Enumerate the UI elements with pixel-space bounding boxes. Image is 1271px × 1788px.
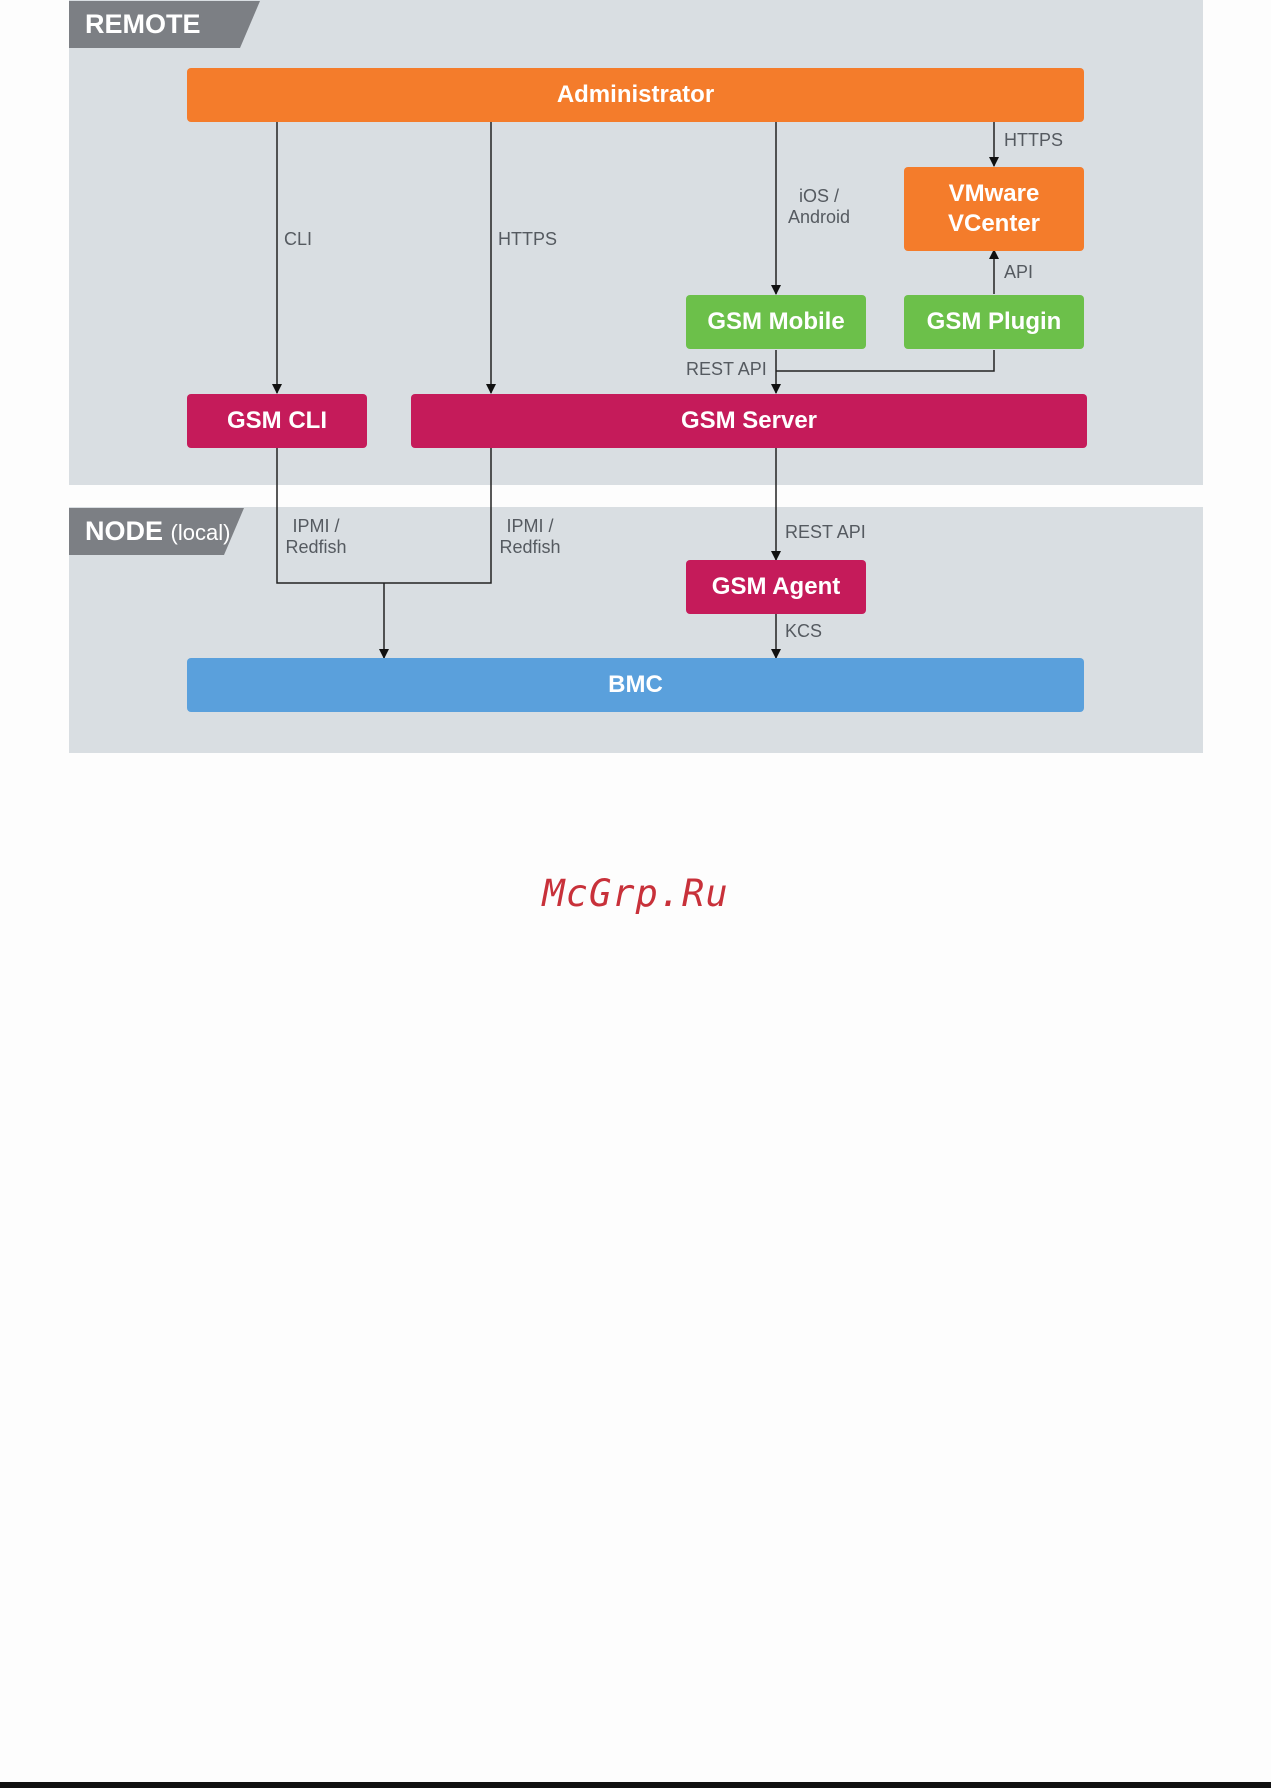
edge-label-rest-api-agent: REST API	[785, 522, 866, 543]
bmc-node: BMC	[187, 658, 1084, 712]
administrator-node: Administrator	[187, 68, 1084, 122]
vmware-vcenter-label-line2: VCenter	[948, 209, 1040, 239]
bottom-rule	[0, 1782, 1271, 1788]
gsm-mobile-label: GSM Mobile	[707, 307, 844, 337]
edge-label-ipmi-cli: IPMI / Redfish	[282, 516, 350, 558]
gsm-plugin-label: GSM Plugin	[927, 307, 1062, 337]
edge-label-api: API	[1004, 262, 1033, 283]
vmware-vcenter-label-line1: VMware	[949, 179, 1040, 209]
edge-label-ios-line2: Android	[782, 207, 856, 228]
gsm-agent-node: GSM Agent	[686, 560, 866, 614]
gsm-server-label: GSM Server	[681, 406, 817, 436]
edge-label-ipmi-cli-line1: IPMI /	[282, 516, 350, 537]
gsm-cli-node: GSM CLI	[187, 394, 367, 448]
gsm-cli-label: GSM CLI	[227, 406, 327, 436]
gsm-plugin-node: GSM Plugin	[904, 295, 1084, 349]
gsm-agent-label: GSM Agent	[712, 572, 840, 602]
edge-label-ios-android: iOS / Android	[782, 186, 856, 228]
edge-plugin-to-server	[776, 350, 994, 371]
edge-label-ipmi-cli-line2: Redfish	[282, 537, 350, 558]
edge-label-kcs: KCS	[785, 621, 822, 642]
edge-label-ipmi-server-line2: Redfish	[496, 537, 564, 558]
edge-label-rest-api-mobile: REST API	[686, 359, 767, 380]
bmc-label: BMC	[608, 670, 663, 700]
watermark-text: McGrp.Ru	[0, 872, 1271, 915]
gsm-server-node: GSM Server	[411, 394, 1087, 448]
edge-label-ios-line1: iOS /	[782, 186, 856, 207]
edge-label-https-server: HTTPS	[498, 229, 557, 250]
edge-label-ipmi-server-line1: IPMI /	[496, 516, 564, 537]
edge-label-cli: CLI	[284, 229, 312, 250]
vmware-vcenter-node: VMware VCenter	[904, 167, 1084, 251]
edge-label-https-vcenter: HTTPS	[1004, 130, 1063, 151]
administrator-label: Administrator	[557, 80, 714, 110]
gsm-mobile-node: GSM Mobile	[686, 295, 866, 349]
edge-label-ipmi-server: IPMI / Redfish	[496, 516, 564, 558]
